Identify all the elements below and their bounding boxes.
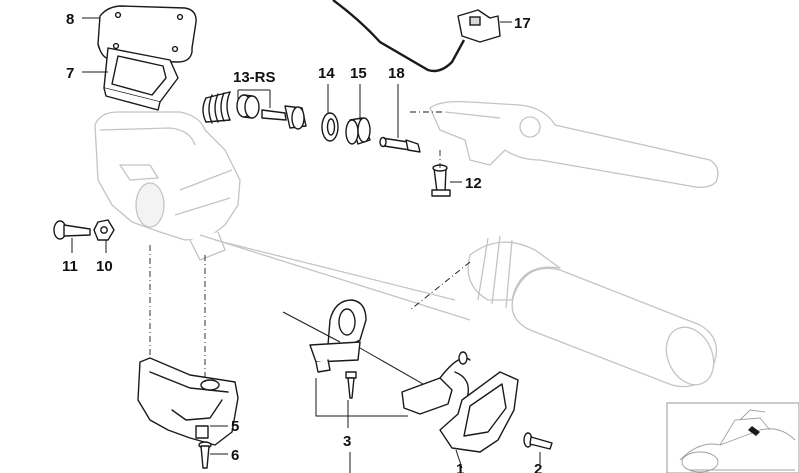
assembly-axes bbox=[149, 111, 471, 385]
callout-2: 2 bbox=[534, 461, 542, 473]
leader-lines bbox=[71, 17, 541, 473]
part-bolt-12 bbox=[431, 164, 451, 197]
part-cable-switch-17 bbox=[332, 0, 501, 73]
motorcycle-location-thumbnail bbox=[666, 402, 799, 473]
callout-18: 18 bbox=[388, 65, 405, 82]
callout-labels: 8 7 13-RS 14 15 18 17 12 11 10 5 6 3 1 2 bbox=[62, 11, 542, 473]
clutch-lever-ghost bbox=[429, 100, 719, 188]
callout-7: 7 bbox=[66, 65, 74, 82]
part-spring-set-13 bbox=[202, 91, 307, 130]
callout-17: 17 bbox=[514, 15, 531, 32]
part-gasket-7 bbox=[103, 47, 179, 111]
part-washer-14 bbox=[321, 112, 339, 142]
callout-1: 1 bbox=[456, 461, 464, 473]
part-nut-10 bbox=[93, 219, 115, 241]
part-bracket-5 bbox=[137, 357, 239, 446]
part-bracket-assembly-3 bbox=[282, 299, 471, 415]
part-screw-11 bbox=[53, 220, 91, 240]
callout-15: 15 bbox=[350, 65, 367, 82]
part-screw-6 bbox=[198, 441, 212, 469]
part-pin-18 bbox=[379, 136, 421, 153]
callout-5: 5 bbox=[231, 418, 239, 435]
callout-14: 14 bbox=[318, 65, 335, 82]
callout-8: 8 bbox=[66, 11, 74, 28]
part-bracket-1 bbox=[439, 371, 519, 453]
callout-11: 11 bbox=[62, 258, 78, 275]
handlebar-grip-ghost bbox=[467, 235, 718, 388]
callout-13-rs: 13-RS bbox=[233, 69, 276, 86]
part-screw-2 bbox=[523, 432, 553, 450]
switch-housing-ghost bbox=[94, 111, 241, 261]
part-bushing-15 bbox=[345, 117, 371, 145]
callout-6: 6 bbox=[231, 447, 239, 464]
callout-3: 3 bbox=[343, 433, 351, 450]
callout-12: 12 bbox=[465, 175, 482, 192]
callout-10: 10 bbox=[96, 258, 113, 275]
